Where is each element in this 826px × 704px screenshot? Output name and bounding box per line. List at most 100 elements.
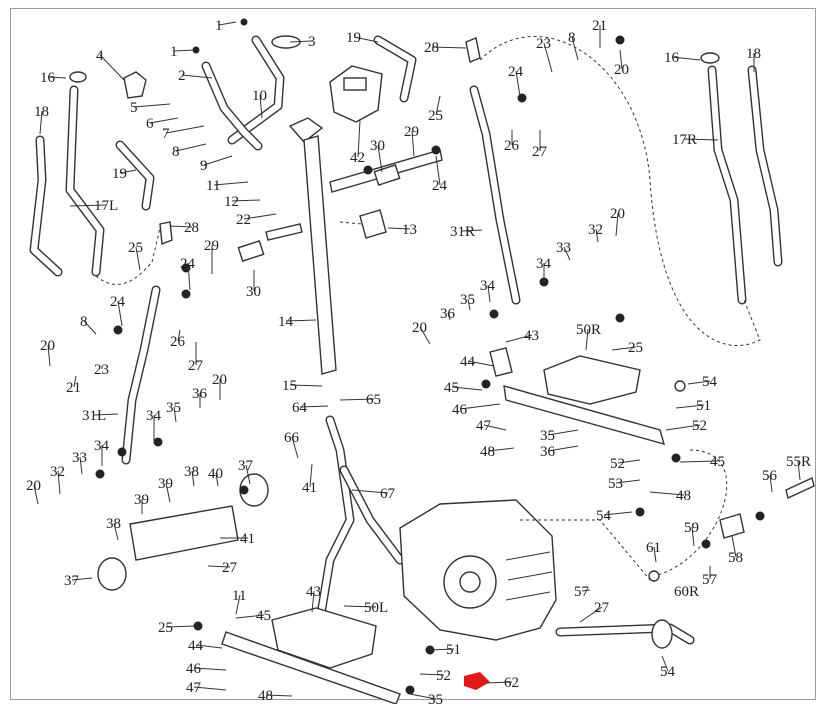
part-label-36: 36 xyxy=(192,386,208,402)
pedals xyxy=(221,347,666,704)
leader-line xyxy=(47,76,67,79)
part-label-23: 23 xyxy=(94,362,109,378)
leader-line xyxy=(615,212,619,237)
part-label-25: 25 xyxy=(158,620,173,636)
part-label-13: 13 xyxy=(402,222,417,238)
part-label-46: 46 xyxy=(452,402,468,418)
crank-arms xyxy=(121,37,521,465)
part-label-48: 48 xyxy=(480,444,495,460)
part-label-16: 16 xyxy=(664,50,680,66)
leader-line xyxy=(169,225,193,228)
leader-line xyxy=(603,511,633,516)
leader-line xyxy=(79,456,83,475)
part-label-41: 41 xyxy=(302,480,317,496)
leader-line xyxy=(71,577,93,581)
leader-line xyxy=(235,594,241,615)
flywheel-housing xyxy=(399,449,728,649)
leader-line xyxy=(487,284,491,303)
part-label-25: 25 xyxy=(128,240,143,256)
leader-line xyxy=(459,403,501,410)
part-label-14: 14 xyxy=(278,314,294,330)
part-label-54: 54 xyxy=(596,508,612,524)
leader-line xyxy=(615,479,641,484)
part-label-38: 38 xyxy=(106,516,121,532)
leader-line xyxy=(193,686,227,691)
part-label-40: 40 xyxy=(208,466,223,482)
leader-line xyxy=(571,36,579,61)
leader-line xyxy=(451,386,483,391)
part-label-11: 11 xyxy=(206,178,220,194)
part-label-23: 23 xyxy=(536,36,551,52)
part-label-35: 35 xyxy=(460,292,475,308)
part-label-5: 5 xyxy=(130,100,138,116)
part-label-41: 41 xyxy=(240,531,255,547)
leader-line xyxy=(547,429,579,436)
part-label-30: 30 xyxy=(246,284,261,300)
part-label-37: 37 xyxy=(238,458,254,474)
part-label-35: 35 xyxy=(166,400,181,416)
part-label-44: 44 xyxy=(460,354,476,370)
leader-line xyxy=(193,667,227,671)
leader-line xyxy=(47,344,51,367)
leader-line xyxy=(243,213,277,220)
part-label-19: 19 xyxy=(346,30,361,46)
part-label-33: 33 xyxy=(72,450,87,466)
leader-line xyxy=(245,464,251,485)
part-label-18: 18 xyxy=(746,46,761,62)
leader-line xyxy=(467,298,471,311)
left-handlebar-tubes xyxy=(29,85,161,285)
part-label-21: 21 xyxy=(592,18,607,34)
part-label-29: 29 xyxy=(404,124,419,140)
part-label-51: 51 xyxy=(696,398,711,414)
part-label-59: 59 xyxy=(684,520,699,536)
leader-line xyxy=(351,489,389,494)
leader-line xyxy=(119,169,137,174)
part-label-21: 21 xyxy=(66,380,81,396)
leader-line xyxy=(135,246,141,271)
leader-line xyxy=(291,436,299,459)
leader-lines xyxy=(33,21,801,700)
leader-line xyxy=(665,424,701,431)
leader-line xyxy=(39,110,43,135)
part-label-2: 2 xyxy=(178,68,186,84)
part-label-36: 36 xyxy=(440,306,456,322)
part-label-54: 54 xyxy=(702,374,718,390)
part-label-48: 48 xyxy=(258,688,273,704)
part-label-4: 4 xyxy=(96,48,104,64)
leader-line xyxy=(113,522,119,541)
part-label-1: 1 xyxy=(215,18,223,34)
leader-line xyxy=(33,484,39,505)
part-label-20: 20 xyxy=(610,206,625,222)
leader-line xyxy=(259,94,263,119)
part-label-1: 1 xyxy=(170,44,178,60)
part-label-58: 58 xyxy=(728,550,743,566)
leader-line xyxy=(483,424,507,431)
leader-line xyxy=(165,482,171,503)
part-label-34: 34 xyxy=(146,408,162,424)
part-label-27: 27 xyxy=(222,560,238,576)
part-label-16: 16 xyxy=(40,70,56,86)
part-label-26: 26 xyxy=(504,138,520,154)
part-label-50l: 50L xyxy=(364,600,388,616)
leader-line xyxy=(265,694,293,697)
part-label-52: 52 xyxy=(610,456,625,472)
leader-line xyxy=(543,42,553,73)
leader-line xyxy=(99,54,125,81)
part-label-18: 18 xyxy=(34,104,49,120)
part-label-62: 62 xyxy=(504,675,519,691)
part-label-46: 46 xyxy=(186,661,202,677)
leader-line xyxy=(585,328,589,351)
part-label-39: 39 xyxy=(134,492,149,508)
leader-line xyxy=(671,56,701,61)
leader-line xyxy=(461,229,483,232)
leader-line xyxy=(581,589,591,592)
leader-line xyxy=(411,130,415,157)
part-label-29: 29 xyxy=(204,238,219,254)
part-label-27: 27 xyxy=(594,600,610,616)
part-label-11: 11 xyxy=(232,588,246,604)
leader-line xyxy=(289,40,313,43)
part-label-32: 32 xyxy=(50,464,65,480)
right-handlebar-tubes xyxy=(373,35,783,347)
